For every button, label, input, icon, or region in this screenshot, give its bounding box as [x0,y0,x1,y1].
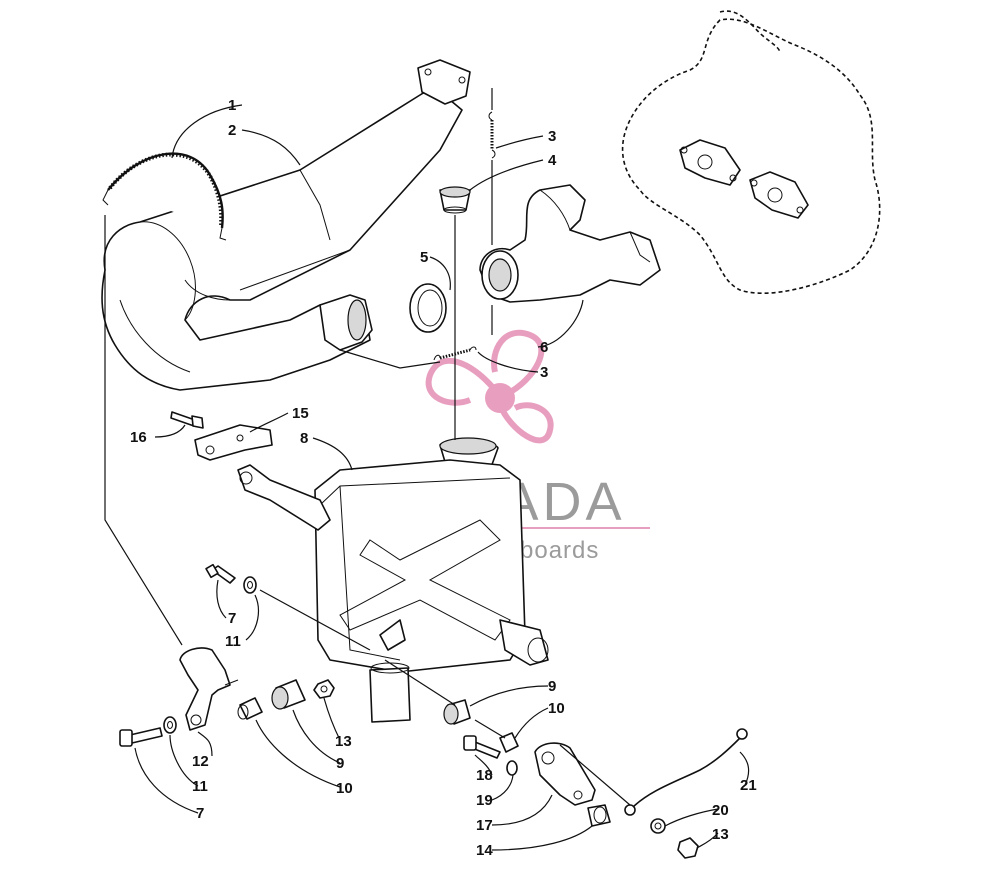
washer-19 [506,760,518,776]
spacer-10-left [237,697,263,720]
heat-shield-spring-1 [102,152,227,241]
bracket-12 [179,647,239,731]
armada-propeller-logo [425,329,554,444]
assembly-guide-lines [104,88,631,806]
callout-9: 9 [336,755,344,772]
callout-10: 10 [548,700,565,717]
ground-wire-21 [624,728,748,816]
callout-labels: 1 2 3 4 5 6 3 15 16 8 7 11 9 10 12 13 9 … [130,97,757,859]
callout-6: 6 [540,339,548,356]
callout-5: 5 [420,249,428,266]
exhaust-spring-3-upper [488,111,496,159]
callout-3: 3 [548,128,556,145]
engine-exhaust-port-upper [679,139,741,186]
callout-17: 17 [476,817,493,834]
nut-13-right [677,837,699,859]
leader-lines [134,104,750,851]
callout-9: 9 [548,678,556,695]
callout-11: 11 [192,778,208,795]
bracket-15 [194,424,273,461]
grommet-9-left [271,679,306,710]
callout-7: 7 [196,805,204,822]
expansion-chamber [101,59,471,391]
washer-11-lower [163,716,177,734]
callout-7: 7 [228,610,236,627]
seal-4 [439,186,471,214]
callout-18: 18 [476,767,493,784]
bushing-14 [587,804,611,827]
engine-exhaust-port-lower [749,171,809,219]
silencer-8 [237,437,549,723]
callout-12: 12 [192,753,209,770]
callout-10: 10 [336,780,353,797]
callout-8: 8 [300,430,308,447]
callout-20: 20 [712,802,729,819]
callout-16: 16 [130,429,147,446]
callout-15: 15 [292,405,309,422]
bracket-17 [534,742,596,806]
callout-3: 3 [540,364,548,381]
spacer-10-right [499,732,519,753]
callout-4: 4 [548,152,557,169]
bolt-7-upper [205,563,236,584]
callout-13: 13 [335,733,352,750]
nut-13-left [313,679,335,699]
grommet-9-right [443,699,471,725]
callout-2: 2 [228,122,236,139]
washer-11-upper [243,576,257,594]
rivet-16 [170,411,204,429]
callout-13: 13 [712,826,729,843]
callout-14: 14 [476,842,493,859]
bolt-18 [463,735,501,759]
callout-21: 21 [740,777,757,794]
callout-19: 19 [476,792,493,809]
exhaust-manifold-6 [479,184,661,303]
engine-outline [621,10,881,294]
callout-11: 11 [225,633,241,650]
callout-1: 1 [228,97,236,114]
bolt-7-lower [119,727,163,747]
gasket-ring-5 [409,283,447,333]
star-washer-20 [650,818,666,834]
